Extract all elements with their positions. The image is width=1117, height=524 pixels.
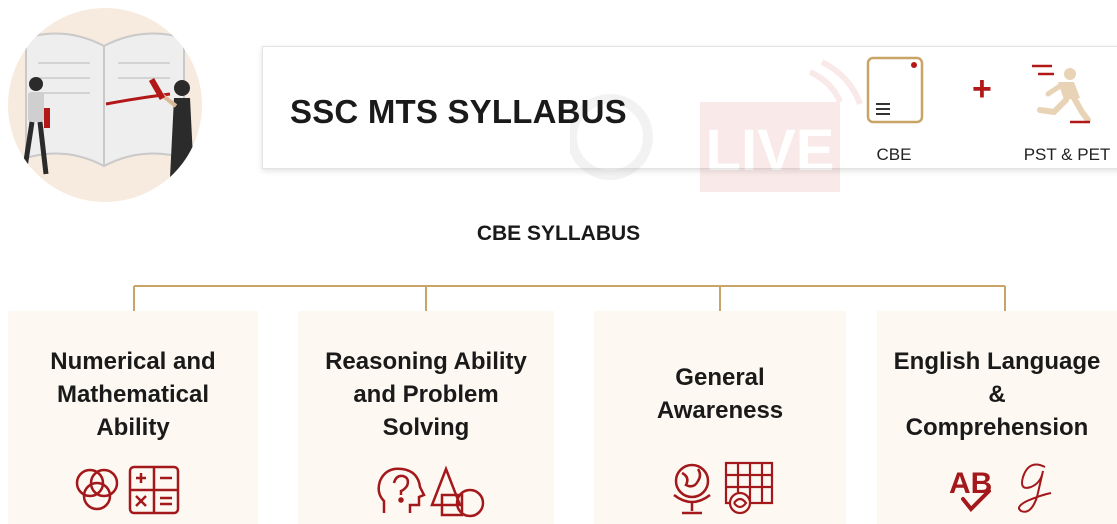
section-title: CBE SYLLABUS [476, 222, 641, 245]
shapes-icon [430, 465, 485, 518]
subject-card-reasoning: Reasoning Ability and Problem Solving [298, 311, 554, 524]
plus-sign: + [972, 70, 992, 108]
subject-card-general-awareness: General Awareness [594, 311, 846, 524]
subject-card-english: English Language & Comprehension AB [877, 311, 1117, 524]
running-athlete-icon [1032, 64, 1091, 124]
globe-icon [673, 463, 711, 515]
subject-title: English Language & Comprehension [893, 348, 1101, 441]
header-card [262, 46, 1117, 169]
mode-cbe-label: CBE [876, 145, 912, 164]
subject-title: General Awareness [656, 364, 784, 424]
watermark-text: LIVE [706, 118, 835, 183]
hero-illustration [8, 8, 202, 202]
subject-title: Reasoning Ability and Problem Solving [325, 348, 527, 441]
exam-sheet-icon [866, 56, 924, 124]
mode-pet-label: PST & PET [1023, 145, 1111, 164]
subject-card-numerical: Numerical and Mathematical Ability [8, 311, 258, 524]
venn-diagram-icon [75, 468, 119, 511]
cursive-g-icon [1018, 463, 1052, 513]
watermark-logo: LIVE [570, 59, 863, 192]
map-grid-icon [724, 461, 774, 515]
subject-title: Numerical and Mathematical Ability [50, 348, 216, 441]
ab-check-icon: AB [949, 467, 992, 512]
open-book-readers-icon [21, 32, 194, 178]
calculator-icon [128, 465, 180, 515]
head-question-icon [377, 467, 426, 513]
page-title: SSC MTS SYLLABUS [290, 93, 627, 130]
